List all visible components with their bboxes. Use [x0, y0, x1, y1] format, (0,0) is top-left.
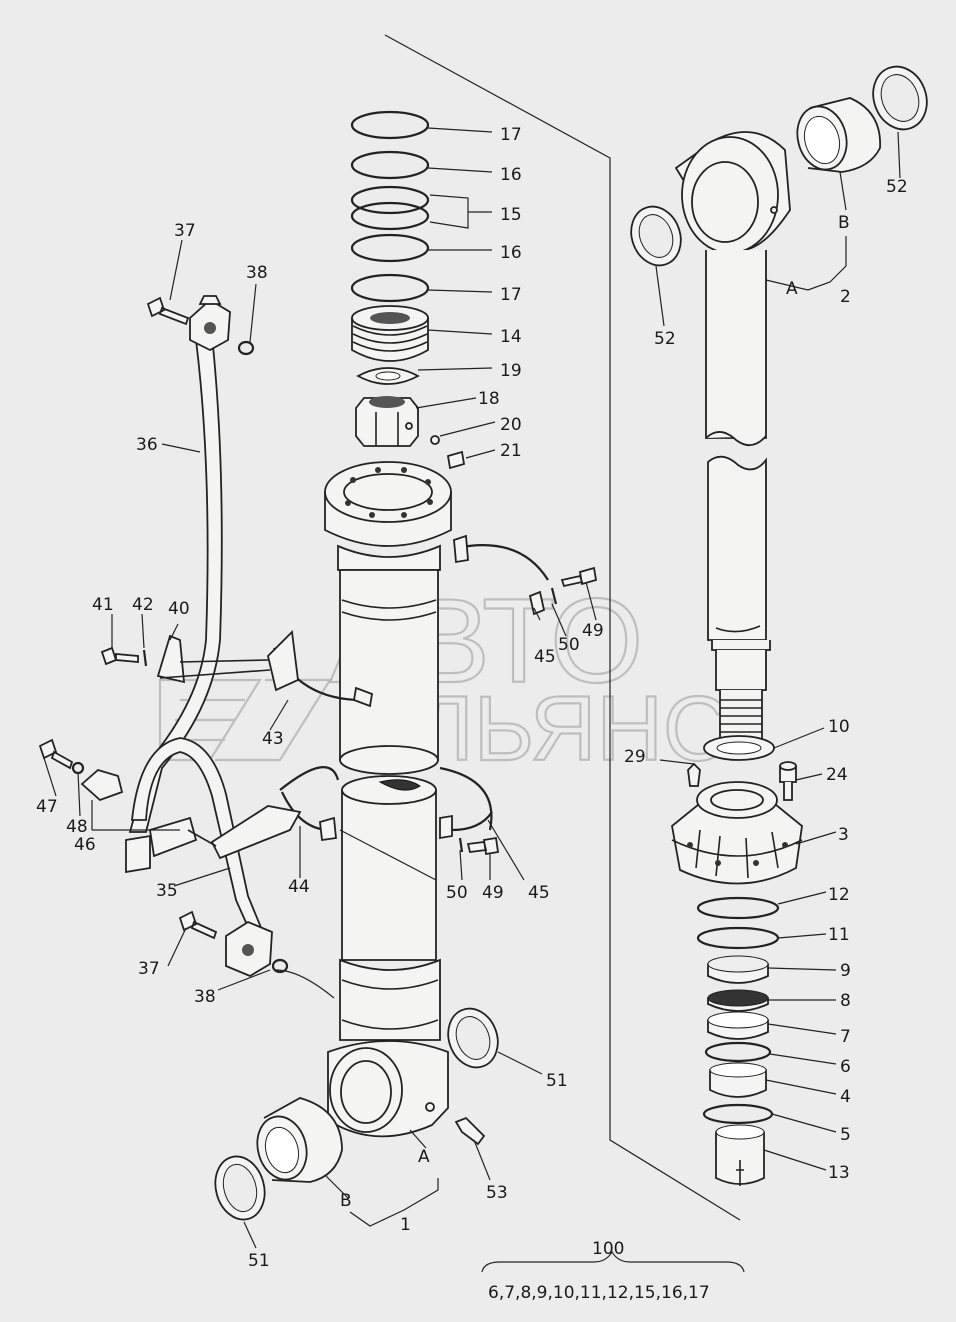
label-14: 14 [500, 327, 522, 347]
label-53: 53 [486, 1183, 508, 1203]
seal-10 [703, 735, 775, 761]
ring-17-top [350, 110, 430, 140]
leader-lines [43, 127, 901, 1273]
label-1: 1 [400, 1215, 411, 1235]
label-37-top: 37 [174, 221, 196, 241]
label-15: 15 [500, 205, 522, 225]
label-rod-B: B [340, 1191, 352, 1211]
label-52-left: 52 [654, 329, 676, 349]
seal-stack [696, 896, 780, 1186]
label-11: 11 [828, 925, 850, 945]
kit-number: 100 [592, 1239, 624, 1259]
label-16-top: 16 [500, 165, 522, 185]
seal-5 [702, 1103, 774, 1125]
bushing-B-lower [256, 1097, 343, 1183]
ring-15-a [350, 185, 430, 215]
label-45-upper: 45 [534, 647, 556, 667]
label-2: 2 [840, 287, 851, 307]
label-37-bottom: 37 [138, 959, 160, 979]
kit-contents: 6,7,8,9,10,11,12,15,16,17 [488, 1283, 710, 1303]
bushing-52-upper [872, 65, 928, 131]
label-45-lower: 45 [528, 883, 550, 903]
label-16-bottom: 16 [500, 243, 522, 263]
label-29: 29 [624, 747, 646, 767]
label-38-bottom: 38 [194, 987, 216, 1007]
bushing-51-right [447, 1007, 499, 1069]
bushing-51-lower [214, 1155, 266, 1221]
piston-stack [350, 110, 466, 470]
ring-16-top [350, 150, 430, 180]
label-10: 10 [828, 717, 850, 737]
clamp-bands [159, 534, 598, 860]
label-rod-A: A [418, 1147, 430, 1167]
label-46: 46 [74, 835, 96, 855]
piston-nut [355, 396, 419, 447]
label-19: 19 [500, 361, 522, 381]
label-44: 44 [288, 877, 310, 897]
seal-6 [704, 1041, 772, 1063]
label-17-bottom: 17 [500, 285, 522, 305]
label-21: 21 [500, 441, 522, 461]
cylinder-head [671, 781, 803, 885]
ring-17-bottom [350, 273, 430, 303]
hydraulic-pipes [38, 295, 289, 978]
label-41: 41 [92, 595, 114, 615]
label-24: 24 [826, 765, 848, 785]
label-47: 47 [36, 797, 58, 817]
label-20: 20 [500, 415, 522, 435]
bushing-52-left [630, 205, 682, 267]
piston [351, 305, 429, 362]
steel-ball [430, 435, 440, 445]
label-48: 48 [66, 817, 88, 837]
bushing-B-upper [796, 97, 881, 173]
label-36: 36 [136, 435, 158, 455]
seal-11 [696, 926, 780, 950]
grease-nipple [687, 762, 701, 787]
label-9: 9 [840, 961, 851, 981]
label-4: 4 [840, 1087, 851, 1107]
label-13: 13 [828, 1163, 850, 1183]
label-51-right: 51 [546, 1071, 568, 1091]
label-35: 35 [156, 881, 178, 901]
label-51-lower: 51 [248, 1251, 270, 1271]
label-42: 42 [132, 595, 154, 615]
grease-nipple-53 [454, 1116, 486, 1146]
assembly-line [384, 34, 741, 1221]
label-49-lower: 49 [482, 883, 504, 903]
ring-15-b [350, 201, 430, 231]
label-38-top: 38 [246, 263, 268, 283]
label-50-lower: 50 [446, 883, 468, 903]
label-tube-A: A [786, 279, 798, 299]
tube-assembly [674, 131, 791, 741]
label-43: 43 [262, 729, 284, 749]
label-8: 8 [840, 991, 851, 1011]
seal-12 [696, 896, 780, 920]
label-7: 7 [840, 1027, 851, 1047]
label-49-upper: 49 [582, 621, 604, 641]
label-18: 18 [478, 389, 500, 409]
label-3: 3 [838, 825, 849, 845]
label-12: 12 [828, 885, 850, 905]
label-17-top: 17 [500, 125, 522, 145]
label-6: 6 [840, 1057, 851, 1077]
label-tube-B: B [838, 213, 850, 233]
label-5: 5 [840, 1125, 851, 1145]
set-screw [446, 450, 466, 470]
ring-16-bottom [350, 233, 430, 263]
part-labels: 17 16 15 16 17 14 19 18 20 21 52 B A 2 5… [36, 125, 908, 1303]
socket-bolt [779, 761, 797, 801]
label-40: 40 [168, 599, 190, 619]
label-50-upper: 50 [558, 635, 580, 655]
rod-assembly [324, 461, 452, 1138]
label-52-upper: 52 [886, 177, 908, 197]
